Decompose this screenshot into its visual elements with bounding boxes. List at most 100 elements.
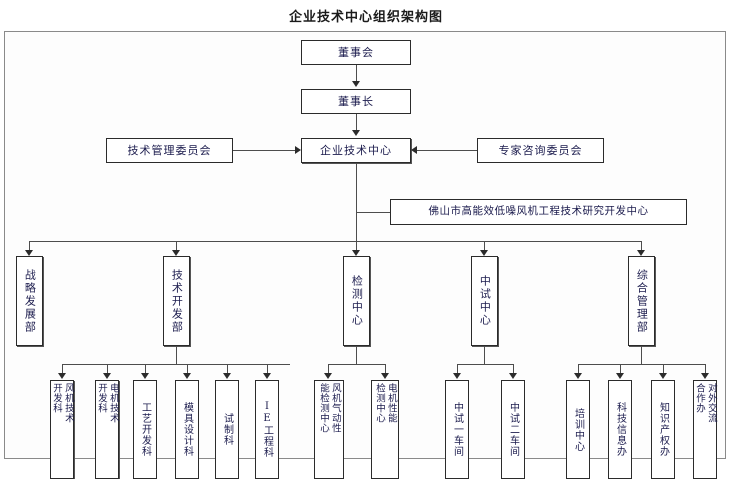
arrow-techmgmt-to-center — [295, 146, 301, 154]
node-label: 电机性能检测中心 — [374, 383, 397, 423]
arrow-fan-aero-test — [324, 373, 332, 379]
node-section-motor-perf-test[interactable]: 电机性能检测中心 — [371, 380, 399, 479]
node-tech-management-committee[interactable]: 技术管理委员会 — [106, 138, 233, 163]
arrow-tech-dev — [172, 250, 180, 256]
node-label: 培训中心 — [572, 407, 584, 452]
node-section-training-center[interactable]: 培训中心 — [566, 380, 590, 479]
node-label: 电机技术开发科 — [96, 383, 119, 423]
drop-fan-aero-test — [328, 364, 329, 374]
node-dept-tech-dev[interactable]: 技术开发部 — [163, 256, 190, 346]
node-section-pilot-workshop-2[interactable]: 中试二车间 — [501, 380, 525, 479]
arrow-mold-design — [183, 373, 191, 379]
node-section-process-dev[interactable]: 工艺开发科 — [133, 380, 157, 479]
node-section-mold-design[interactable]: 模具设计科 — [175, 380, 199, 479]
arrow-testing — [352, 250, 360, 256]
arrow-training-center — [574, 373, 582, 379]
drop-strategy — [29, 241, 30, 251]
node-dept-pilot[interactable]: 中试中心 — [471, 256, 498, 346]
node-label: 风机气动性能检测中心 — [318, 383, 341, 433]
arrow-pilot — [480, 250, 488, 256]
connector-center-trunk — [356, 163, 357, 241]
drop-pilot-workshop-1 — [457, 364, 458, 374]
arrow-motor-tech-dev — [103, 373, 111, 379]
node-section-pilot-workshop-1[interactable]: 中试一车间 — [445, 380, 469, 479]
node-board-of-directors[interactable]: 董事会 — [301, 40, 411, 65]
drop-admin — [641, 241, 642, 251]
drop-ip-office — [663, 364, 664, 374]
node-label: 中试一车间 — [451, 402, 463, 457]
node-label: 知识产权办 — [657, 402, 669, 457]
drop-motor-perf-test — [385, 364, 386, 374]
arrow-fan-tech-dev — [58, 373, 66, 379]
node-section-fan-aero-test[interactable]: 风机气动性能检测中心 — [314, 380, 344, 479]
bus-admin-sections — [578, 364, 705, 365]
arrow-strategy — [25, 250, 33, 256]
connector-expert-to-center — [417, 150, 477, 151]
drop-tech-dev — [176, 241, 177, 251]
node-expert-advisory-committee[interactable]: 专家咨询委员会 — [477, 138, 604, 163]
node-label: 中试二车间 — [507, 402, 519, 457]
drop-ie-engineering — [267, 364, 268, 374]
node-section-sci-tech-info[interactable]: 科技信息办 — [608, 380, 632, 479]
node-label: 综合管理部 — [635, 268, 649, 334]
connector-trunk-to-research-center — [356, 212, 390, 213]
arrow-expert-to-center — [411, 146, 417, 154]
node-section-trial-production[interactable]: 试制科 — [215, 380, 239, 479]
arrow-board-to-chairman — [352, 81, 360, 87]
arrow-pilot-workshop-2 — [509, 373, 517, 379]
stem-pilot — [484, 346, 485, 364]
node-label: 战略发展部 — [23, 268, 37, 334]
connector-techmgmt-to-center — [233, 150, 295, 151]
stem-testing — [356, 346, 357, 364]
stem-admin — [641, 346, 642, 364]
drop-pilot-workshop-2 — [513, 364, 514, 374]
drop-motor-tech-dev — [107, 364, 108, 374]
connector-chairman-to-center — [356, 114, 357, 132]
bus-departments — [29, 241, 642, 242]
arrow-external-coop — [701, 373, 709, 379]
node-section-motor-tech-dev[interactable]: 电机技术开发科 — [95, 380, 119, 479]
node-label: 风机技术开发科 — [51, 383, 74, 423]
drop-trial-production — [227, 364, 228, 374]
node-chairman[interactable]: 董事长 — [301, 89, 411, 114]
drop-pilot — [484, 241, 485, 251]
arrow-admin — [637, 250, 645, 256]
node-label: 对外交流合作办 — [694, 383, 717, 423]
node-label: 科技信息办 — [614, 402, 626, 457]
node-dept-strategy[interactable]: 战略发展部 — [16, 256, 43, 346]
arrow-sci-tech-info — [616, 373, 624, 379]
node-label: IE工程科 — [261, 401, 273, 458]
node-section-fan-tech-dev[interactable]: 风机技术开发科 — [50, 380, 74, 479]
arrow-pilot-workshop-1 — [453, 373, 461, 379]
stem-tech-dev — [176, 346, 177, 364]
drop-testing — [356, 241, 357, 251]
node-section-ie-engineering[interactable]: IE工程科 — [255, 380, 279, 479]
node-section-external-coop[interactable]: 对外交流合作办 — [693, 380, 717, 479]
node-enterprise-tech-center[interactable]: 企业技术中心 — [301, 138, 411, 163]
node-dept-admin[interactable]: 综合管理部 — [628, 256, 655, 346]
arrow-chairman-to-center — [352, 130, 360, 136]
arrow-ie-engineering — [263, 373, 271, 379]
node-label: 董事长 — [338, 94, 374, 108]
node-research-center[interactable]: 佛山市高能效低噪风机工程技术研究开发中心 — [390, 199, 687, 225]
arrow-trial-production — [223, 373, 231, 379]
drop-process-dev — [145, 364, 146, 374]
node-label: 企业技术中心 — [320, 143, 392, 157]
diagram-frame: 董事会 董事长 企业技术中心 技术管理委员会 专家咨询委员会 佛山市高能效低噪风… — [4, 31, 726, 479]
arrow-process-dev — [141, 373, 149, 379]
drop-training-center — [578, 364, 579, 374]
bus-testing-sections — [328, 364, 385, 365]
drop-mold-design — [187, 364, 188, 374]
node-label: 模具设计科 — [181, 402, 193, 457]
node-dept-testing[interactable]: 检测中心 — [343, 256, 370, 346]
node-label: 检测中心 — [350, 275, 364, 327]
connector-board-to-chairman — [356, 65, 357, 83]
node-section-ip-office[interactable]: 知识产权办 — [651, 380, 675, 479]
node-label: 技术开发部 — [170, 268, 184, 334]
page-title: 企业技术中心组织架构图 — [288, 10, 443, 25]
node-label: 工艺开发科 — [139, 402, 151, 457]
node-label: 中试中心 — [478, 275, 492, 327]
bus-pilot-sections — [457, 364, 513, 365]
drop-fan-tech-dev — [62, 364, 63, 374]
node-label: 董事会 — [338, 45, 374, 59]
